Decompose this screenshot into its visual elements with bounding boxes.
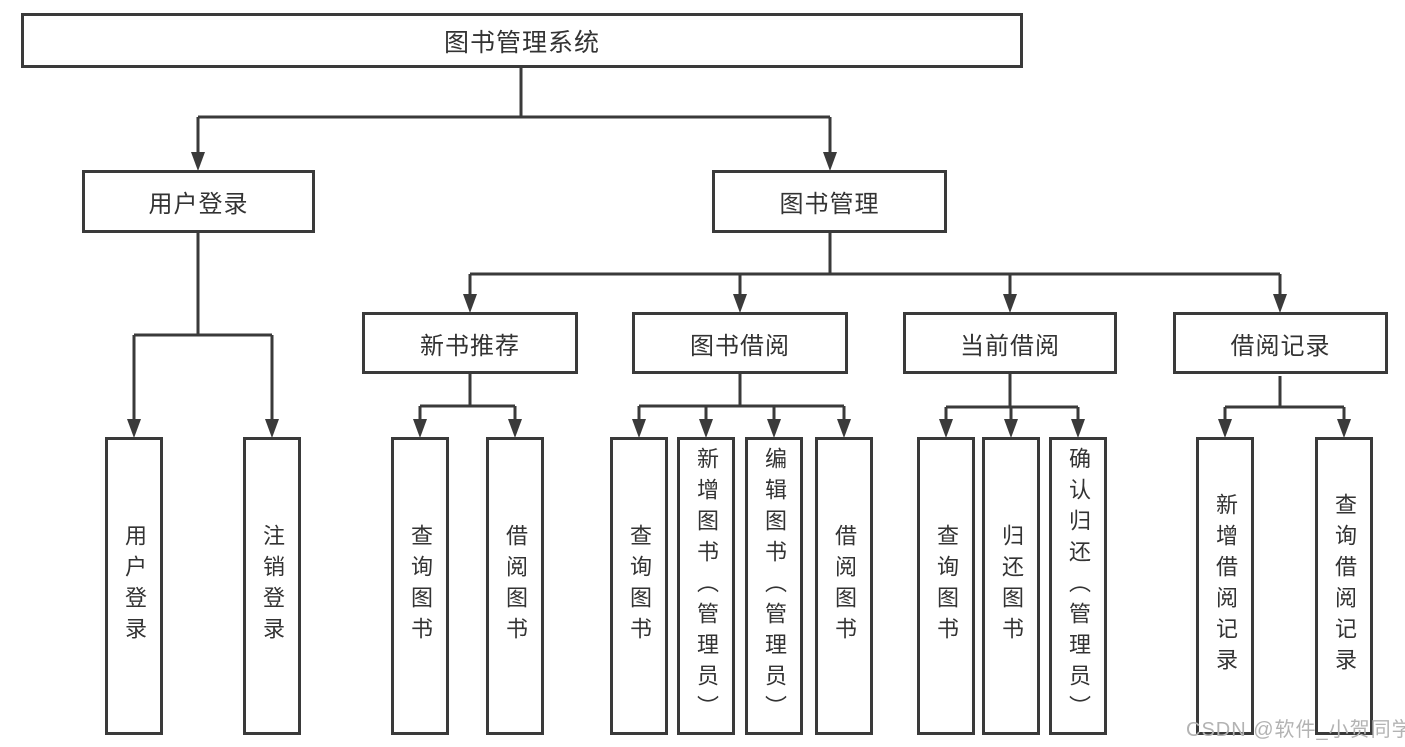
watermark: CSDN @软件_小贺同学 (1186, 719, 1405, 741)
leaf-logout: 注销登录 (243, 437, 301, 735)
leaf-borrow-book-borrow: 借阅图书 (815, 437, 873, 735)
node-user-login: 用户登录 (82, 170, 315, 233)
node-root: 图书管理系统 (21, 13, 1023, 68)
leaf-add-borrow-record: 新增借阅记录 (1196, 437, 1254, 735)
leaf-borrow-book-recommend: 借阅图书 (486, 437, 544, 735)
leaf-add-book-admin: 新增图书（管理员） (677, 437, 735, 735)
node-book-mgmt: 图书管理 (712, 170, 947, 233)
leaf-return-book: 归还图书 (982, 437, 1040, 735)
leaf-query-book-borrow: 查询图书 (610, 437, 668, 735)
leaf-confirm-return-admin: 确认归还（管理员） (1049, 437, 1107, 735)
node-new-book-rec: 新书推荐 (362, 312, 578, 374)
leaf-edit-book-admin: 编辑图书（管理员） (745, 437, 803, 735)
leaf-user-login: 用户登录 (105, 437, 163, 735)
leaf-query-book-recommend: 查询图书 (391, 437, 449, 735)
node-current-borrow: 当前借阅 (903, 312, 1117, 374)
leaf-query-book-current: 查询图书 (917, 437, 975, 735)
node-borrow-records: 借阅记录 (1173, 312, 1388, 374)
node-book-borrow: 图书借阅 (632, 312, 848, 374)
leaf-query-borrow-record: 查询借阅记录 (1315, 437, 1373, 735)
